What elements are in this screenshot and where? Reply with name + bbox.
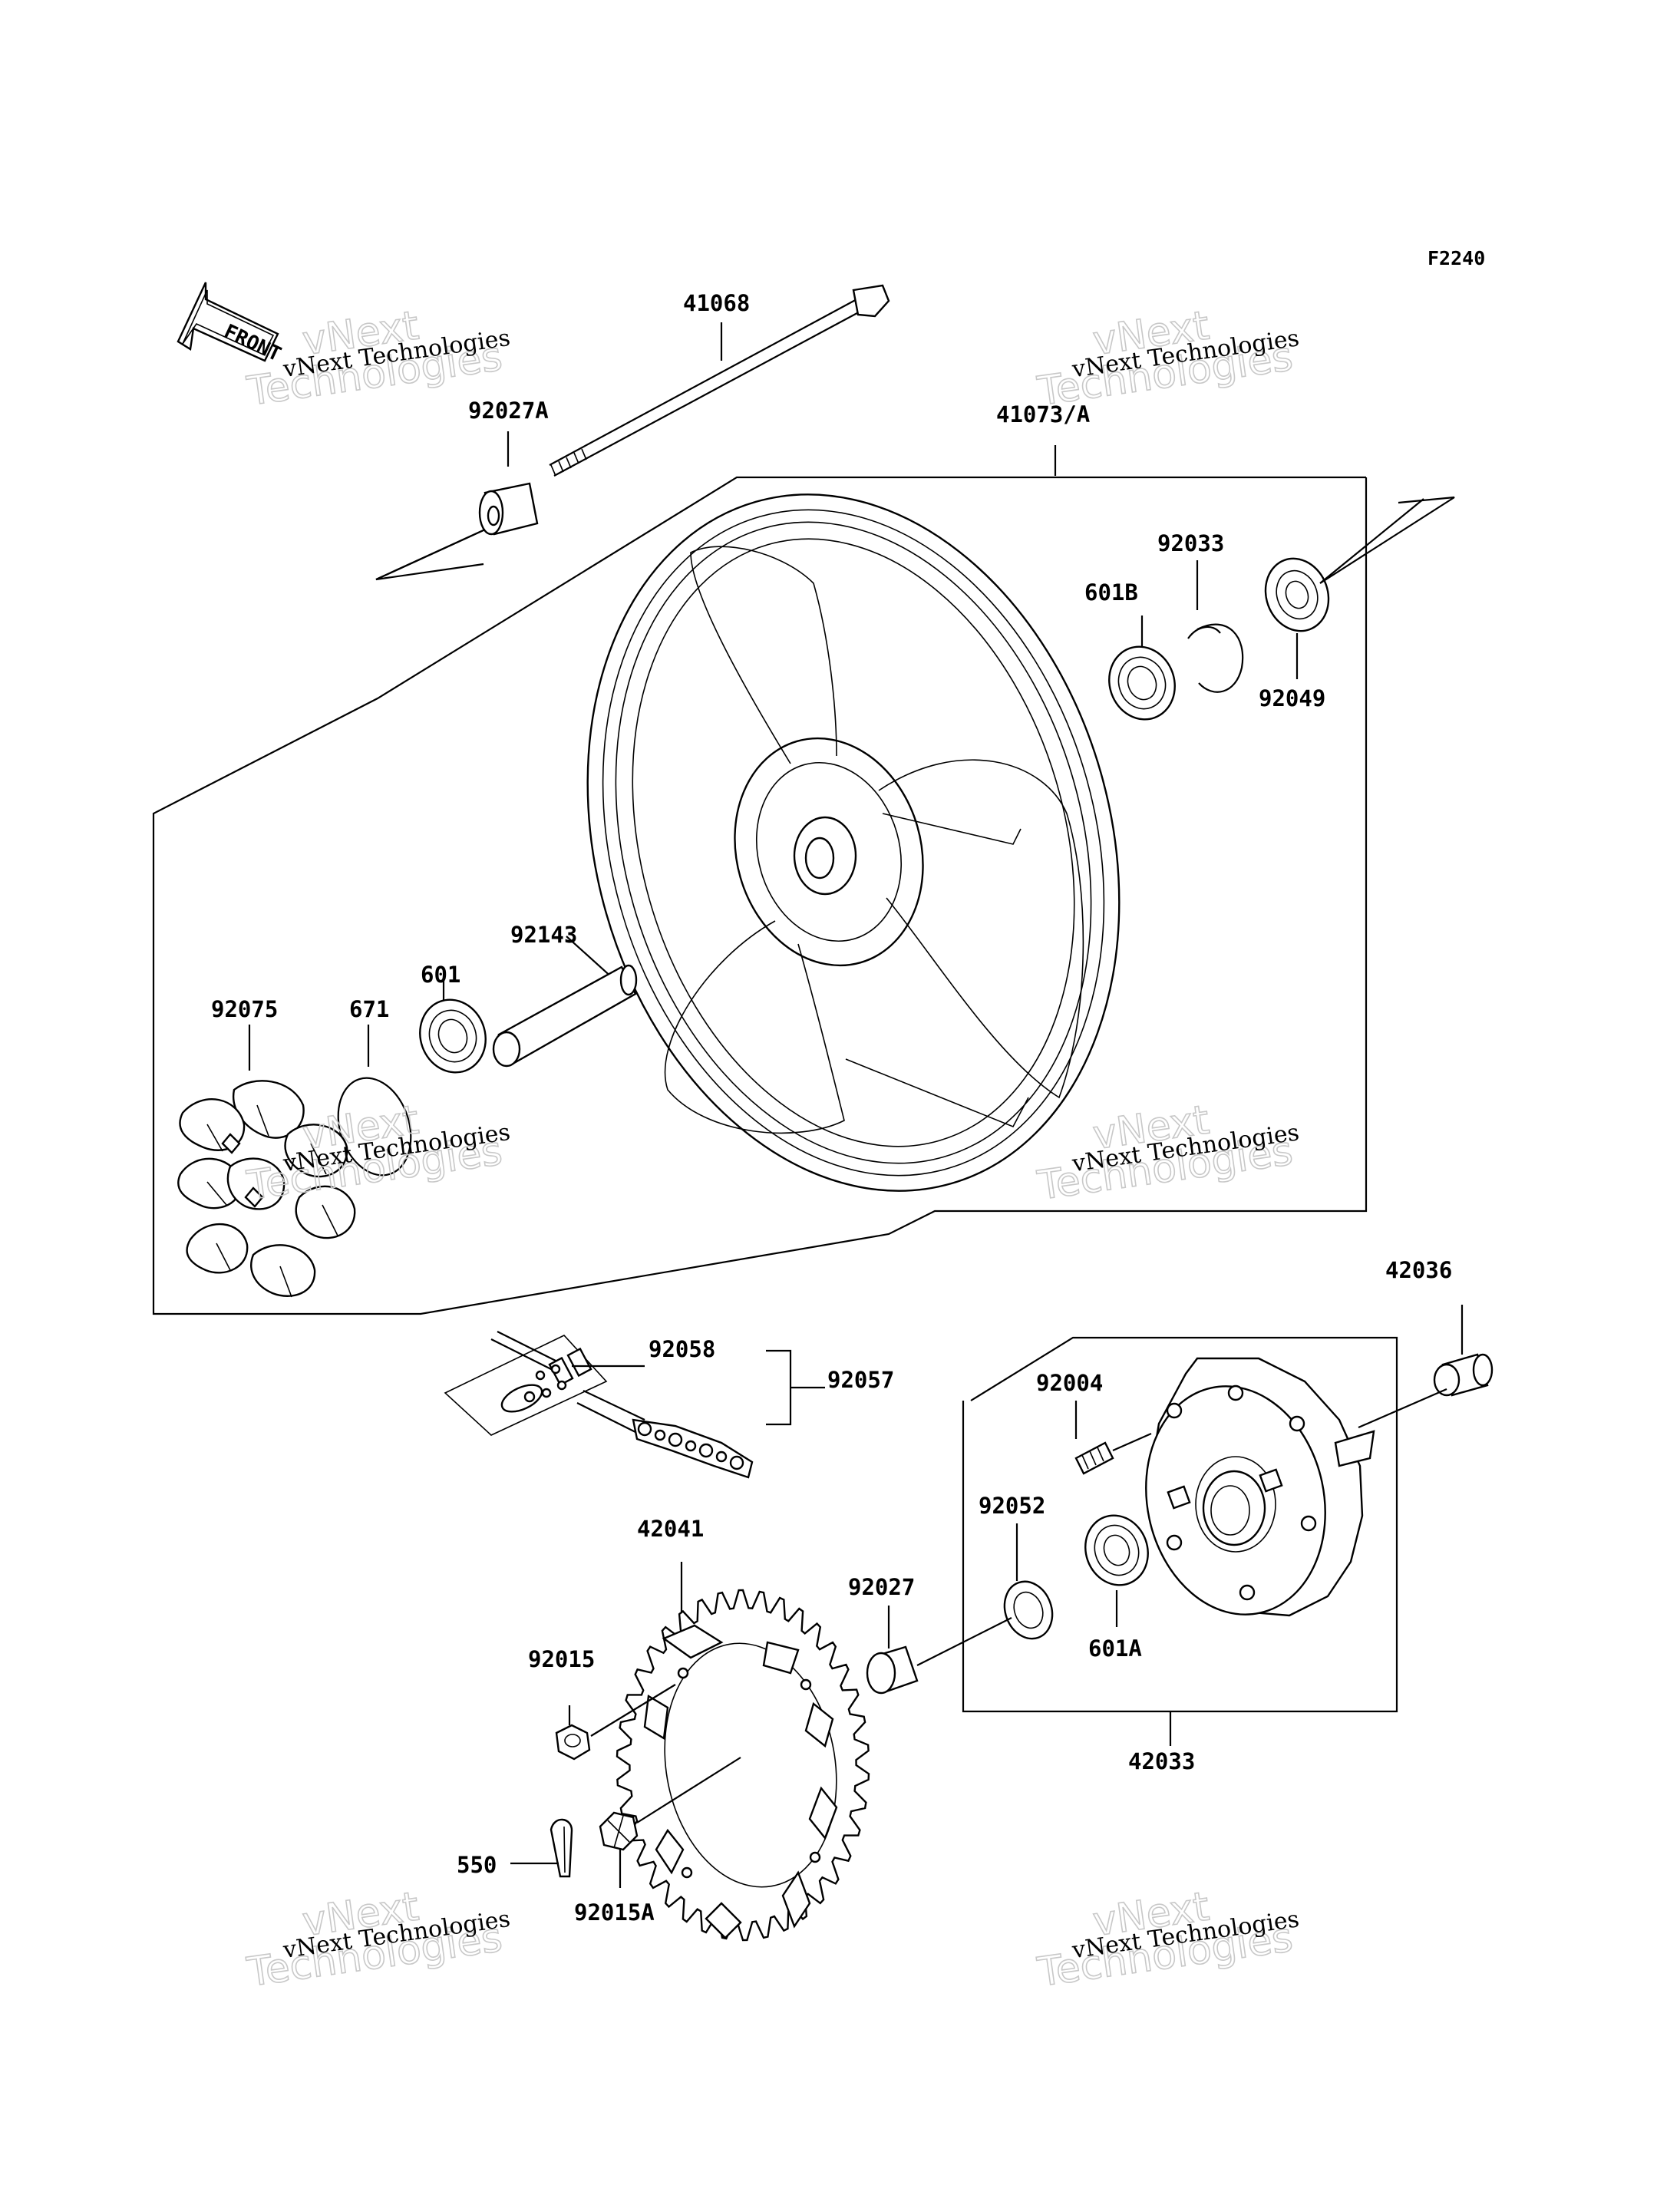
- sprocket-hub-42033: [1145, 1357, 1375, 1617]
- watermark-bottom-left: vNext Technologies vNext Technologies: [243, 1883, 512, 1997]
- label-601B: 601B: [1084, 579, 1138, 606]
- nut-92015A: [599, 1811, 639, 1851]
- seal-92052: [1003, 1580, 1054, 1640]
- label-92027A: 92027A: [468, 398, 549, 424]
- label-41073A: 41073/A: [996, 401, 1090, 427]
- figure-code: F2240: [1428, 247, 1485, 269]
- leader-lines-upper: [248, 322, 1455, 1071]
- label-92075: 92075: [211, 996, 278, 1022]
- label-92004: 92004: [1036, 1370, 1103, 1396]
- label-92049: 92049: [1259, 685, 1325, 711]
- watermark-top-right: vNext Technologies vNext Technologies: [1034, 302, 1301, 416]
- chain-joint-92058: [444, 1331, 608, 1436]
- label-41068: 41068: [683, 290, 750, 316]
- circlip-92033: [1187, 623, 1244, 693]
- nut-92015: [555, 1724, 591, 1761]
- collar-92027A: [478, 482, 539, 536]
- damper-92075: [177, 1080, 356, 1298]
- collar-92027: [866, 1645, 919, 1695]
- watermark-mid-right: vNext Technologies vNext Technologies: [1034, 1097, 1301, 1210]
- collar-42036: [1433, 1353, 1494, 1397]
- stud-92004: [1074, 1401, 1152, 1475]
- label-92058: 92058: [649, 1336, 715, 1362]
- sprocket-42041: [616, 1589, 870, 1942]
- watermark-bottom-right: vNext Technologies vNext Technologies: [1034, 1883, 1301, 1997]
- label-42033: 42033: [1128, 1748, 1195, 1774]
- bearing-601: [419, 998, 487, 1074]
- label-92015: 92015: [528, 1646, 595, 1672]
- label-671: 671: [349, 996, 389, 1022]
- chain-92057: [576, 1390, 754, 1479]
- seal-92049: [1264, 557, 1330, 632]
- front-arrow-icon: FRONT: [177, 282, 285, 366]
- wheel-41073A: [586, 493, 1121, 1192]
- part-labels: 41068 92027A 41073/A 92033 601B 92049 92…: [211, 290, 1452, 1926]
- label-42041: 42041: [637, 1516, 704, 1542]
- label-601: 601: [421, 962, 460, 988]
- spacer-92143: [492, 964, 638, 1068]
- label-92052: 92052: [979, 1493, 1045, 1519]
- label-550: 550: [457, 1852, 497, 1878]
- leader-lines-chain: [572, 1349, 825, 1426]
- axle-41068: [549, 284, 890, 477]
- bearing-601A: [1084, 1514, 1149, 1586]
- label-92033: 92033: [1157, 530, 1224, 556]
- label-92027: 92027: [848, 1574, 915, 1600]
- label-92057: 92057: [827, 1367, 894, 1393]
- hub-group-frame: [962, 1336, 1398, 1713]
- bearing-601B: [1108, 645, 1176, 721]
- wheel-group-frame: [152, 476, 1368, 1315]
- label-601A: 601A: [1088, 1635, 1142, 1662]
- cotter-pin-550: [550, 1818, 573, 1878]
- label-92015A: 92015A: [574, 1899, 655, 1926]
- label-42036: 42036: [1385, 1257, 1452, 1283]
- watermark-mid-left: vNext Technologies vNext Technologies: [243, 1097, 512, 1210]
- label-92143: 92143: [510, 922, 577, 948]
